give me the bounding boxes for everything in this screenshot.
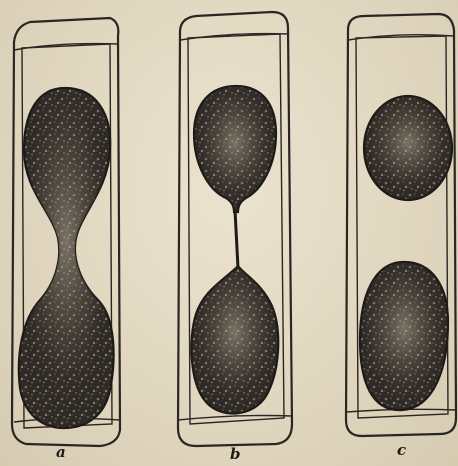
panel-c-protoplast-lower [360, 262, 448, 410]
panel-b-protoplast-upper [194, 86, 276, 212]
panel-c-protoplast-upper [364, 96, 452, 200]
panel-b-cytoplasmic-strand [235, 210, 238, 268]
panel-c-label: c [397, 441, 406, 459]
panel-c [346, 14, 456, 436]
panel-b-protoplast-lower [191, 266, 278, 413]
panel-a-protoplast [19, 88, 114, 428]
panel-a-label: a [56, 443, 66, 461]
panel-b [178, 12, 292, 446]
panel-b-label: b [230, 445, 241, 463]
panel-a [12, 18, 120, 446]
